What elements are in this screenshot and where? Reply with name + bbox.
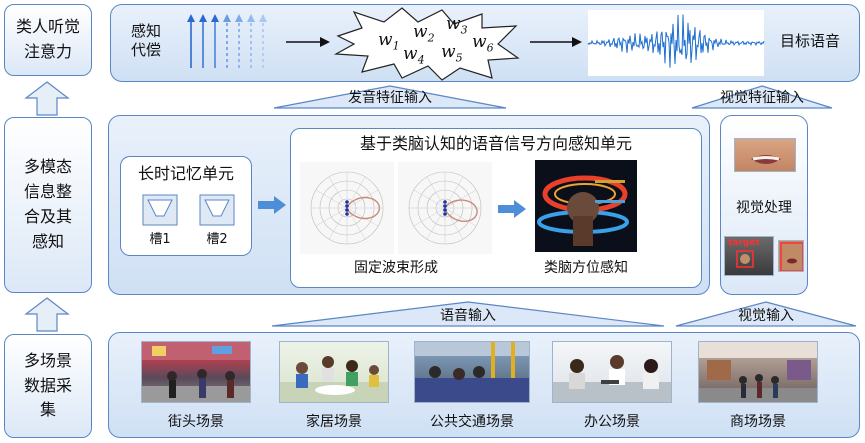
tracking-image: target	[724, 236, 774, 276]
weight-w6: w6	[472, 32, 494, 55]
target-speech-label: 目标语音	[779, 32, 840, 50]
weight-w2: w2	[413, 22, 435, 45]
visual-input-arrow	[675, 301, 857, 327]
polar-plot-2	[398, 162, 492, 254]
slot-2-icon	[199, 194, 235, 226]
attention-label: 类人听觉 注意力	[15, 17, 80, 61]
target-tag: target	[728, 238, 760, 248]
direction-unit-title: 基于类脑认知的语音信号方向感知单元	[359, 134, 632, 153]
memory-unit-title: 长时记忆单元	[137, 164, 234, 183]
brain-orientation-image	[535, 160, 637, 252]
speech-input-label: 语音输入	[440, 308, 496, 324]
visual-feature-input-label: 视觉特征输入	[720, 90, 804, 106]
speech-input-arrow	[271, 301, 665, 327]
fusion-box: 多模态 信息整 合及其 感知	[4, 117, 92, 293]
scene-mall-label: 商场场景	[730, 414, 786, 430]
weight-w4: w4	[403, 44, 425, 67]
arrow-right-2	[530, 37, 582, 47]
attention-box: 类人听觉 注意力	[4, 4, 92, 76]
pronunciation-input-arrow	[273, 85, 507, 109]
weight-w3: w3	[446, 14, 468, 37]
speech-waveform	[587, 10, 765, 76]
up-arrow-left-bottom	[24, 297, 70, 332]
office-scene-image	[552, 341, 672, 403]
compensation-label: 感知 代偿	[130, 22, 161, 59]
face-crop-image	[778, 240, 804, 272]
polar-plot-1	[300, 162, 394, 254]
scene-home-label: 家居场景	[306, 414, 362, 430]
brain-orientation-label: 类脑方位感知	[544, 260, 628, 276]
weight-w5: w5	[441, 42, 463, 65]
pronunciation-input-label: 发音特征输入	[348, 90, 432, 106]
up-arrow-left-top	[24, 81, 70, 116]
arrow-right-1	[286, 37, 330, 47]
slot-2-label: 槽2	[206, 232, 228, 247]
arrow-to-unit	[258, 196, 286, 214]
fusion-label: 多模态 信息整 合及其 感知	[23, 157, 72, 251]
visual-feature-input-arrow	[691, 85, 833, 109]
compensation-arrows	[187, 14, 267, 68]
slot-1-label: 槽1	[149, 232, 171, 247]
mouth-image	[734, 138, 796, 172]
arrow-to-brain	[498, 200, 526, 218]
visual-input-label: 视觉输入	[738, 308, 794, 324]
mall-scene-image	[698, 341, 818, 403]
slot-1-icon	[142, 194, 178, 226]
scene-transit-label: 公共交通场景	[430, 414, 514, 430]
transit-scene-image	[414, 341, 530, 403]
weight-w1: w1	[378, 30, 400, 53]
weights-burst	[333, 7, 520, 81]
beamforming-label: 固定波束形成	[354, 260, 438, 276]
home-scene-image	[279, 341, 389, 403]
scene-street-label: 街头场景	[168, 414, 224, 430]
visual-processing-label: 视觉处理	[736, 200, 792, 216]
collection-box: 多场景 数据采 集	[4, 334, 92, 438]
street-scene-image	[141, 341, 251, 403]
collection-label: 多场景 数据采 集	[23, 350, 72, 420]
scene-office-label: 办公场景	[584, 414, 640, 430]
